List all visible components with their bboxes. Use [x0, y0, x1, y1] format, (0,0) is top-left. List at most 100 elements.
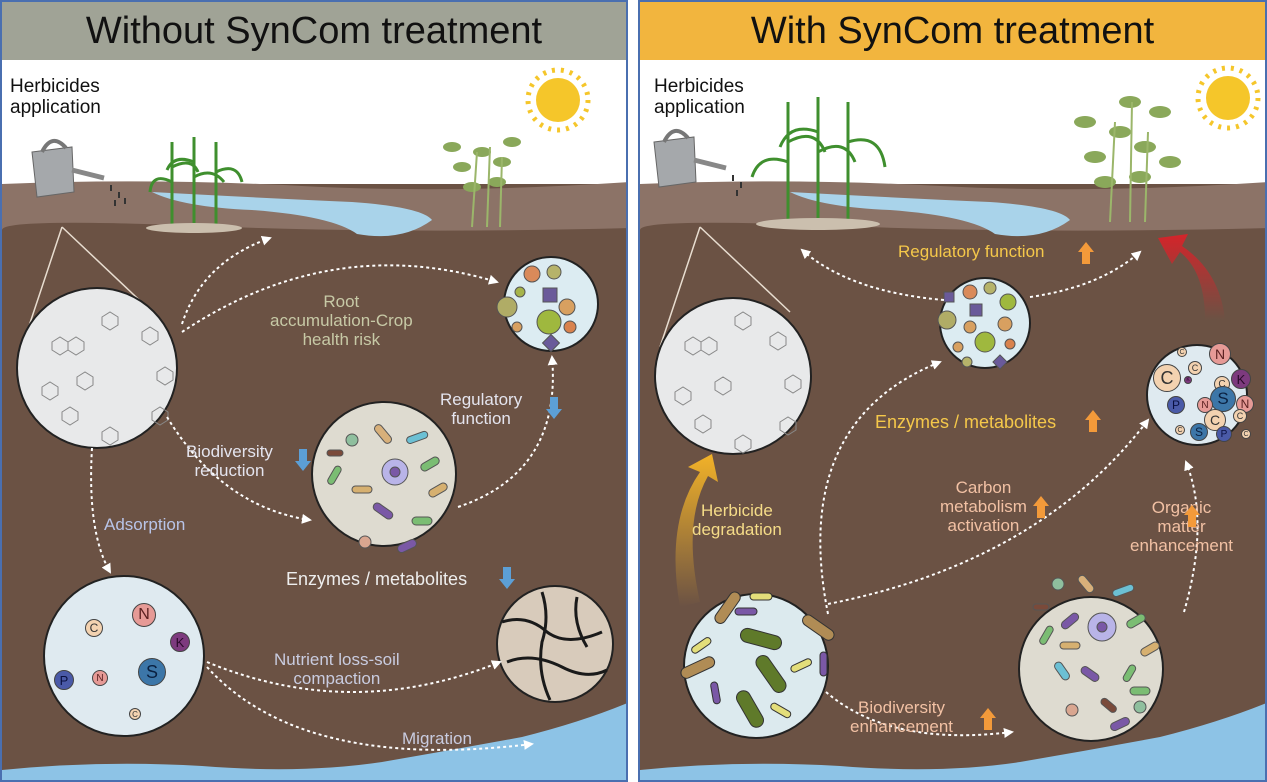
panel-with-syncom: With SynCom treatment Herbicides applica…: [638, 0, 1267, 782]
microbes: [1032, 574, 1160, 732]
nutrient-c-bubble: C: [129, 708, 141, 720]
nutrient-c-bubble: C: [1177, 347, 1187, 357]
sun-icon: [1195, 65, 1261, 131]
herbicides-application-label: Herbicides application: [10, 76, 101, 119]
nutrient-p-bubble: P: [1167, 396, 1185, 414]
organic-line3: enhancement: [1130, 536, 1234, 556]
watering-can-icon: [31, 139, 126, 206]
nutrient-line1: Nutrient loss-soil: [274, 650, 400, 669]
soybean-plants-icon: [443, 137, 521, 228]
molecule-structures: [41, 311, 174, 446]
nutrient-c-bubble: C: [1233, 409, 1247, 423]
process-arrows[interactable]: [90, 235, 558, 751]
organic-line1: Organic: [1151, 498, 1212, 517]
arrow-carbon-metabolism: [827, 418, 1150, 605]
molecule-structures: [674, 311, 802, 454]
decrease-arrow-icon: [295, 449, 311, 471]
arrow-to-soybean: [1029, 250, 1142, 298]
herbicides-application-label: Herbicides application: [654, 76, 745, 119]
carbon-metabolism-label: Carbon metabolism activation: [940, 478, 1027, 535]
nutrient-c-bubble: C: [1153, 364, 1181, 392]
herbicides-line2: application: [10, 97, 101, 119]
herbicides-line1: Herbicides: [654, 76, 744, 97]
herbicides-line2: application: [654, 97, 745, 119]
nutrient-s-bubble: S: [138, 658, 166, 686]
biodiversity-line1: Biodiversity: [858, 698, 945, 717]
carbon-line2: metabolism: [940, 497, 1027, 517]
herbicide-deg-line1: Herbicide: [701, 501, 773, 520]
biodiversity-reduction-label: Biodiversity reduction: [186, 442, 273, 480]
enzymes-metabolites-label: Enzymes / metabolites: [286, 569, 468, 589]
soil-cracks: [501, 591, 608, 701]
organic-matter-label: Organic matter enhancement: [1130, 498, 1233, 555]
arrow-biodiversity: [166, 416, 312, 524]
arrow-regulatory: [457, 355, 558, 508]
groundwater: [2, 703, 626, 780]
organic-line2: matter: [1157, 517, 1206, 537]
biodiversity-line2: reduction: [194, 461, 265, 481]
sun-icon: [525, 67, 591, 133]
regulatory-line2: function: [451, 409, 511, 429]
herbicide-molecules-circle: [654, 297, 812, 455]
pond: [790, 192, 1070, 237]
regulatory-line1: Regulatory: [440, 390, 523, 409]
regulatory-function-label: Regulatory function: [440, 390, 522, 428]
arrow-nutrient-loss: [206, 660, 502, 693]
process-arrows[interactable]: [800, 248, 1199, 738]
nutrient-k-bubble: K: [170, 632, 190, 652]
nutrient-c-bubble: C: [1204, 409, 1226, 431]
nutrient-s-bubble: S: [1190, 423, 1208, 441]
right-panel-title: With SynCom treatment: [640, 2, 1265, 60]
nutrient-n-bubble: N: [92, 670, 108, 686]
herbicide-degradation-arrow: [675, 454, 718, 607]
nutrient-loss-label: Nutrient loss-soil compaction: [274, 650, 400, 688]
herbicide-deg-line2: degradation: [692, 520, 782, 540]
syncom-bacteria: [680, 591, 835, 728]
nutrient-k-bubble: K: [1184, 376, 1192, 384]
decrease-arrow-icon: [546, 397, 562, 419]
panel-without-syncom: Without SynCom treatment Herbicides appl…: [0, 0, 628, 782]
root-accumulation-label: Root accumulation-Crop health risk: [270, 292, 413, 349]
arrow-migration: [206, 666, 534, 751]
biodiversity-line2: enhancement: [850, 717, 954, 737]
metabolite-shapes: [496, 264, 577, 353]
arrow-adsorption: [90, 447, 111, 574]
arrow-organic-matter: [1183, 460, 1199, 613]
nutrient-p-bubble: P: [1216, 426, 1232, 442]
herbicide-degradation-label: Herbicide degradation: [692, 501, 782, 539]
herbicides-line1: Herbicides: [10, 76, 100, 97]
nutrient-c-bubble: C: [1241, 429, 1251, 439]
arrow-to-metabolites: [819, 360, 942, 615]
increase-arrow-icon: [1085, 410, 1101, 432]
adsorption-label: Adsorption: [104, 515, 186, 534]
corn-plants-icon: [146, 137, 244, 233]
root-line2: accumulation-Crop: [270, 311, 413, 331]
nutrient-n-bubble: N: [1209, 343, 1231, 365]
metabolite-shapes: [937, 281, 1017, 370]
enzymes-metabolites-label: Enzymes / metabolites: [875, 412, 1057, 432]
biodiversity-line1: Biodiversity: [186, 442, 273, 461]
nutrient-n-bubble: N: [132, 603, 156, 627]
nutrient-p-bubble: P: [54, 670, 74, 690]
watering-can-icon: [653, 129, 742, 196]
groundwater: [640, 703, 1265, 780]
nutrient-c-bubble: C: [1175, 425, 1185, 435]
carbon-line3: activation: [947, 516, 1020, 536]
nutrient-n-bubble: N: [1197, 397, 1213, 413]
nutrient-c-bubble: C: [1188, 361, 1202, 375]
decrease-arrow-icon: [499, 567, 515, 589]
arrow-to-corn: [800, 248, 945, 301]
left-panel-title: Without SynCom treatment: [2, 2, 626, 60]
nutrient-c-bubble: C: [85, 619, 103, 637]
carbon-line1: Carbon: [955, 478, 1012, 497]
microbes: [326, 424, 448, 554]
increase-arrow-icon: [1184, 505, 1200, 527]
increase-arrow-icon: [1033, 496, 1049, 518]
right-scene: [640, 65, 1265, 780]
pond: [152, 192, 432, 237]
root-line3: health risk: [302, 330, 381, 350]
soybean-plants-icon: [1074, 96, 1181, 223]
crop-promotion-arrow: [1158, 234, 1225, 320]
nutrient-k-bubble: K: [1231, 369, 1251, 389]
nutrient-line2: compaction: [293, 669, 381, 689]
